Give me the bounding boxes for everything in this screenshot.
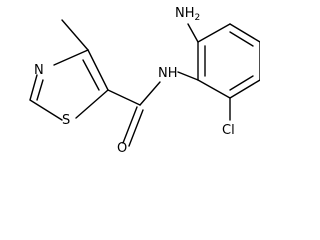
thiazole-c4-c5-bond <box>87 49 109 91</box>
thiazole-c4-n3-bond <box>53 49 89 66</box>
c5-carbonyl-bond <box>107 89 141 106</box>
benzene-c5-c6-inner-double <box>229 75 254 91</box>
thiazole-n3-c2-inner-double <box>36 79 44 101</box>
thiazole-c2-s1-bond <box>29 99 63 121</box>
benzene-c3-c4-bond <box>229 23 260 43</box>
methyl-bond <box>61 19 89 51</box>
thiazole-s1-c5-bond <box>75 89 109 119</box>
amide-nh-label: NH <box>158 66 178 81</box>
benzene-c2-c3-bond <box>197 23 231 43</box>
chloro-label: Cl <box>222 123 235 138</box>
carbonyl-double-bond-b <box>128 109 144 147</box>
benzene-c3-c4-inner-double <box>229 31 254 47</box>
thiazole-c4-c5-inner-double <box>82 59 100 91</box>
carbonyl-nh-bond <box>139 81 161 106</box>
amine-bond <box>187 23 199 43</box>
thiazole-s-label: S <box>62 113 70 128</box>
atom-labels: NH2 NH N S O Cl <box>34 6 235 155</box>
chemical-structure-drawing: NH2 NH N S O Cl <box>29 6 260 155</box>
bonds <box>29 19 260 147</box>
carbonyl-o-label: O <box>117 141 127 155</box>
amine-label: NH2 <box>175 6 200 23</box>
nh-aryl-bond <box>177 71 199 81</box>
benzene-c6-c1-bond <box>197 79 231 99</box>
carbonyl-double-bond-a <box>122 106 138 144</box>
thiazole-n3-c2-bond <box>29 74 38 101</box>
benzene-c5-c6-bond <box>229 79 260 99</box>
thiazole-n-label: N <box>34 63 44 78</box>
